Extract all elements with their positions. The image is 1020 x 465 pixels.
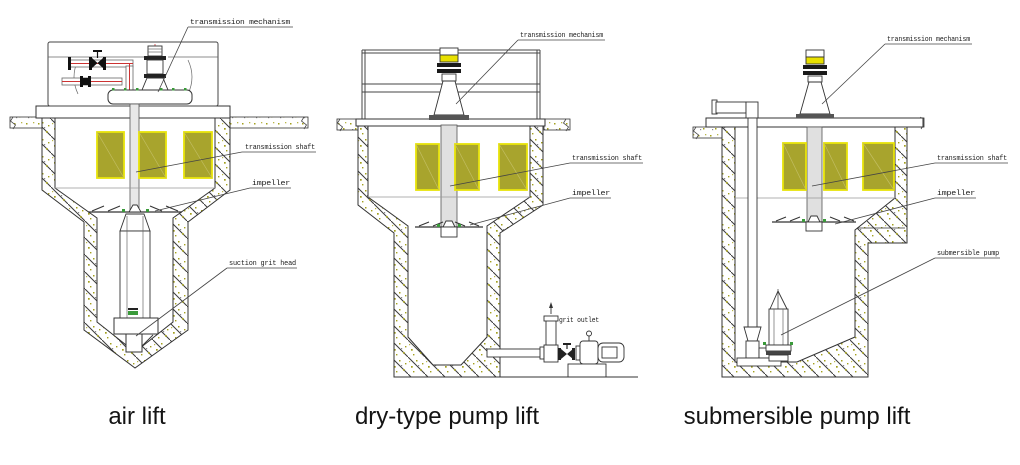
caption-dry-type-pump-lift: dry-type pump lift (355, 403, 539, 430)
flow-guide-blocks (415, 143, 528, 191)
label-transmission-mechanism: transmission mechanism (190, 19, 291, 27)
label-transmission-shaft: transmission shaft (245, 144, 315, 152)
caption-submersible-pump-lift: submersible pump lift (684, 403, 911, 430)
gear-housing (433, 80, 465, 116)
pump-volute (579, 340, 599, 365)
ground-strip (336, 118, 359, 131)
dry-pump-train (486, 302, 638, 378)
annotations: transmission mechanism transmission shaf… (449, 32, 643, 325)
label-transmission-shaft: transmission shaft (572, 155, 642, 163)
break-mark (692, 126, 700, 140)
dry-type-pump-lift-diagram: transmission mechanism transmission shaf… (336, 32, 643, 430)
label-impeller: impeller (937, 190, 975, 198)
valve-icon (561, 349, 567, 359)
platform-slab (705, 117, 924, 128)
discharge-pipe (711, 99, 759, 119)
label-suction-grit-head: suction grit head (229, 260, 296, 268)
drive-motor (429, 47, 469, 120)
caption-air-lift: air lift (108, 403, 166, 430)
impeller (415, 220, 483, 238)
annotations: transmission mechanism transmission shaf… (135, 19, 316, 337)
submersible-pump (763, 289, 793, 362)
valve-icon (92, 58, 98, 68)
suction-pipe (486, 348, 544, 358)
pump-base-plate (736, 357, 782, 367)
label-transmission-mechanism: transmission mechanism (520, 32, 604, 40)
label-transmission-mechanism: transmission mechanism (887, 36, 971, 44)
break-mark (9, 116, 17, 130)
ground-strip (227, 116, 309, 129)
break-mark (300, 116, 308, 130)
break-mark (336, 118, 344, 132)
beacon-light (439, 54, 459, 63)
break-mark (562, 118, 570, 132)
annotations: transmission mechanism transmission shaf… (780, 36, 1008, 336)
beacon-light (805, 56, 825, 65)
pipe-joint (743, 326, 762, 342)
ground-strip (543, 118, 571, 131)
air-lift-diagram: transmission mechanism transmission shaf… (9, 19, 316, 430)
impeller (88, 204, 182, 213)
fastener-dots (112, 88, 187, 91)
pump-base (567, 363, 607, 378)
submersible-pump-lift-diagram: transmission mechanism transmission shaf… (684, 36, 1008, 430)
drive-motor (796, 49, 834, 118)
pipe-elbow (745, 101, 759, 119)
suction-grit-head (113, 317, 159, 335)
valve-icon (83, 78, 88, 85)
flow-arrow-icon (549, 302, 553, 308)
label-transmission-shaft: transmission shaft (937, 155, 1007, 163)
transmission-shaft (806, 126, 823, 223)
flow-guide-blocks (96, 131, 213, 179)
label-grit-outlet: grit outlet (559, 317, 599, 325)
gearbox-base (107, 89, 193, 105)
label-submersible-pump: submersible pump (937, 250, 999, 258)
air-lift-tube (113, 213, 159, 353)
gear-housing (799, 81, 831, 115)
label-impeller: impeller (572, 190, 610, 198)
transmission-shaft (129, 103, 140, 213)
air-piping (61, 50, 134, 91)
label-impeller: impeller (252, 180, 290, 188)
flow-guide-blocks (782, 142, 895, 191)
riser-pipe (736, 117, 782, 367)
grit-outlet-pipe (545, 319, 557, 346)
impeller (772, 215, 856, 232)
